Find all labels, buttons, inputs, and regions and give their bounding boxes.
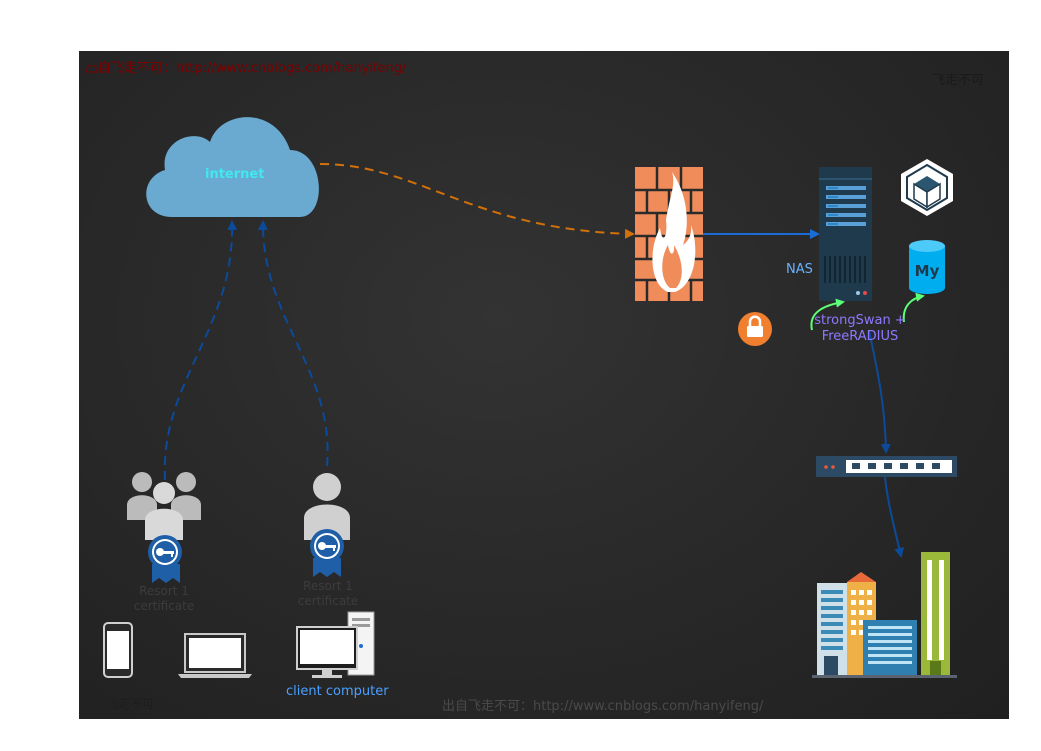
user-certificate-text: certificate — [297, 594, 359, 608]
user-resort-label: Resort 1 — [303, 579, 353, 593]
phone-icon — [103, 622, 133, 678]
internet-to-firewall-arrow — [319, 163, 635, 239]
svg-text:My: My — [915, 262, 940, 280]
watermark-top: 出自飞走不可：http://www.cnblogs.com/hanyifeng/ — [85, 61, 407, 76]
user-to-internet-arrow — [257, 220, 329, 467]
certificate-badge-icon — [310, 529, 344, 577]
internet-label: internet — [205, 167, 265, 182]
cloud-icon — [146, 117, 319, 217]
watermark-top-right: 飞走不可 — [932, 73, 985, 88]
buildings-icon — [812, 552, 957, 678]
freeradius-to-mysql-arrow — [902, 292, 925, 323]
group-resort-label: Resort 1 — [139, 584, 189, 598]
cube-icon — [901, 159, 953, 216]
nas-label: NAS — [786, 262, 813, 277]
user-icon — [304, 473, 350, 540]
client-computer-label: client computer — [286, 684, 389, 699]
server-software-label: strongSwan + FreeRADIUS — [810, 313, 910, 345]
nas-to-switch-arrow — [868, 329, 891, 454]
group-certificate-label: Resort 1 certificate — [126, 584, 202, 614]
user-certificate-label: Resort 1 certificate — [290, 579, 366, 609]
strongswan-label: strongSwan + — [814, 313, 906, 328]
laptop-icon — [178, 633, 252, 678]
firewall-icon — [635, 167, 703, 301]
user-group-icon — [127, 472, 201, 540]
switch-icon — [816, 456, 957, 477]
strongswan-to-nas-arrow — [810, 298, 845, 331]
group-certificate-text: certificate — [133, 599, 195, 613]
watermark-bottom: 出自飞走不可：http://www.cnblogs.com/hanyifeng/ — [442, 699, 764, 714]
freeradius-label: FreeRADIUS — [821, 329, 899, 344]
certificate-badge-icon — [148, 535, 182, 583]
mysql-icon: My — [909, 240, 945, 294]
phone-caption: 飞走不可 — [106, 697, 155, 711]
lock-icon — [738, 312, 772, 346]
group-to-internet-arrow — [163, 220, 238, 481]
switch-to-buildings-arrow — [884, 476, 905, 558]
server-icon — [819, 167, 872, 301]
desktop-computer-icon — [296, 611, 375, 678]
